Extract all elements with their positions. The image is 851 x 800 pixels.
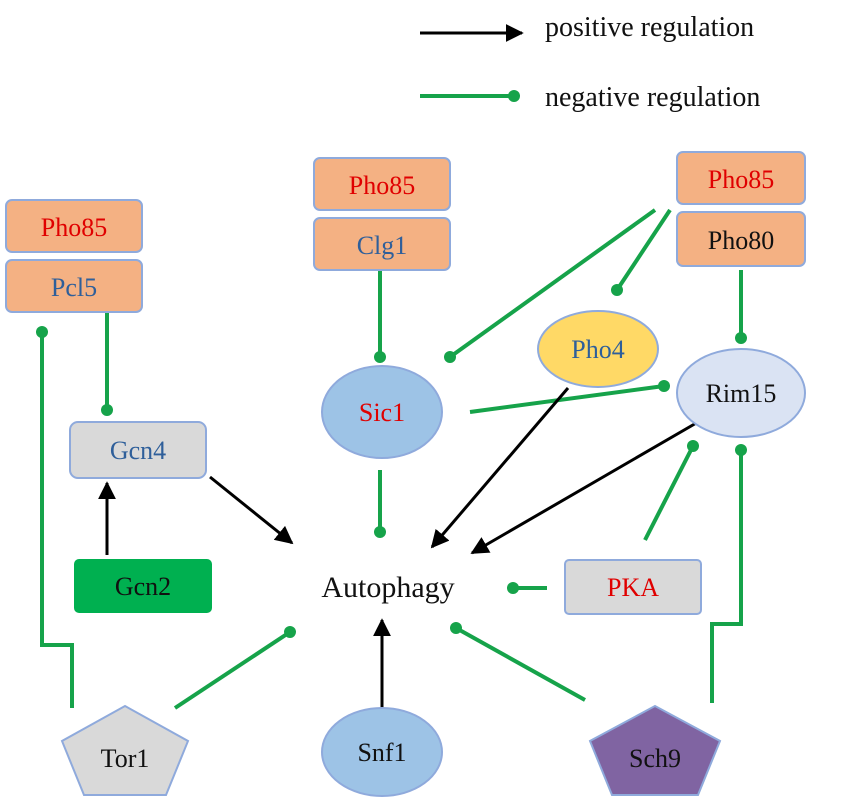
label-tor1: Tor1	[101, 744, 150, 773]
label-pho4: Pho4	[571, 335, 624, 364]
dot-rim15-bottom-right	[735, 444, 747, 456]
label-pho85-mid: Pho85	[349, 171, 415, 200]
dot-rim15-left	[658, 380, 670, 392]
node-tor1	[60, 704, 190, 796]
legend-negative-label: negative regulation	[545, 82, 760, 113]
dot-autophagy-lower-left	[284, 626, 296, 638]
dot-rim15-bottom	[687, 440, 699, 452]
dot-sic1-right	[444, 351, 456, 363]
label-pka: PKA	[607, 573, 659, 602]
dot-pcl5	[36, 326, 48, 338]
node-pho85-right	[676, 151, 806, 205]
legend: positive regulation negative regulation	[420, 12, 760, 113]
label-pho85-left: Pho85	[41, 213, 107, 242]
node-pka	[564, 559, 702, 615]
node-pho4	[537, 310, 659, 388]
label-gcn4: Gcn4	[110, 436, 166, 465]
label-gcn2: Gcn2	[115, 572, 171, 601]
legend-positive-label: positive regulation	[545, 12, 754, 43]
dot-autophagy-right	[507, 582, 519, 594]
dot-gcn4	[101, 404, 113, 416]
label-sch9: Sch9	[629, 744, 681, 773]
node-sic1	[321, 365, 443, 459]
dot-autophagy-top	[374, 526, 386, 538]
positive-edges	[98, 387, 699, 708]
edge-sch9-rim15	[710, 450, 743, 703]
arrow-rim15-autophagy	[470, 420, 699, 555]
label-pho80: Pho80	[708, 226, 774, 255]
label-pho85-right: Pho85	[708, 165, 774, 194]
node-snf1	[321, 707, 443, 797]
label-autophagy: Autophagy	[321, 571, 454, 604]
node-rim15	[676, 348, 806, 438]
edge-sch9-autophagy	[455, 626, 586, 702]
edge-pho85-pho4	[615, 208, 672, 292]
negative-edges	[40, 208, 743, 710]
node-sch9	[588, 704, 722, 796]
label-sic1: Sic1	[359, 398, 405, 427]
edge-pho85-sic1	[448, 208, 657, 359]
edge-tor1-pcl5	[40, 332, 74, 708]
label-pcl5: Pcl5	[51, 273, 97, 302]
node-gcn4	[69, 421, 207, 479]
node-pho85-left	[5, 199, 143, 253]
legend-negative-dot	[508, 90, 520, 102]
dot-sic1-top	[374, 351, 386, 363]
dot-pho4	[611, 284, 623, 296]
edge-pka-rim15	[643, 445, 695, 541]
node-pcl5	[5, 259, 143, 313]
node-clg1	[313, 217, 451, 271]
edge-sic1-rim15	[469, 384, 665, 414]
label-snf1: Snf1	[357, 738, 406, 767]
arrow-gcn4-autophagy	[209, 475, 294, 545]
negative-edge-dots	[36, 284, 747, 638]
dot-autophagy-lower-right	[450, 622, 462, 634]
arrow-pho4-autophagy	[430, 387, 570, 549]
edge-tor1-autophagy	[173, 630, 292, 710]
node-gcn2	[74, 559, 212, 613]
node-pho80	[676, 211, 806, 267]
label-rim15: Rim15	[706, 379, 777, 408]
node-pho85-mid	[313, 157, 451, 211]
label-clg1: Clg1	[357, 231, 408, 260]
dot-rim15-top	[735, 332, 747, 344]
